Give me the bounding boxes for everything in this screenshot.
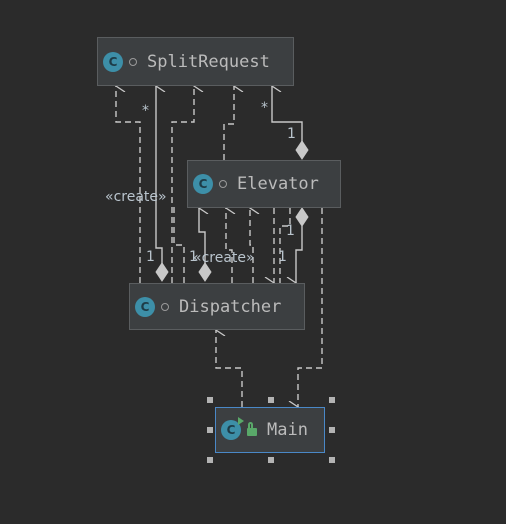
class-elevator[interactable]: C Elevator <box>187 160 341 208</box>
class-icon: C <box>193 174 213 194</box>
package-visibility-icon <box>161 302 169 311</box>
edge-dispatcher-splitrequest-create <box>116 86 141 283</box>
edge-elevator-splitrequest-dep-1 <box>171 86 194 283</box>
edge-elevator-main <box>298 208 323 407</box>
resize-handle-n[interactable] <box>268 397 274 403</box>
resize-handle-ne[interactable] <box>329 397 335 403</box>
edge-dispatcher-elevator-create-1 <box>173 206 185 283</box>
class-dispatcher[interactable]: C Dispatcher <box>129 283 305 330</box>
composition-diamond <box>295 140 309 160</box>
class-name: Dispatcher <box>179 296 282 317</box>
package-visibility-icon <box>129 57 137 66</box>
resize-handle-e[interactable] <box>329 427 335 433</box>
edge-dispatcher-elevator-create-2 <box>226 208 232 283</box>
resize-handle-se[interactable] <box>329 457 335 463</box>
run-marker-icon <box>238 417 244 425</box>
edge-dispatcher-elevator-composition <box>199 208 205 265</box>
resize-handle-w[interactable] <box>207 427 213 433</box>
resize-handle-nw[interactable] <box>207 397 213 403</box>
resize-handle-s[interactable] <box>268 457 274 463</box>
class-name: Main <box>267 420 308 440</box>
multiplicity-label: 1 <box>278 249 287 265</box>
multiplicity-label: * <box>142 103 149 119</box>
package-visibility-icon <box>219 180 227 188</box>
edge-elevator-dispatcher-dep-2 <box>279 208 291 283</box>
stereotype-label: «create» <box>193 250 255 266</box>
class-main[interactable]: C Main <box>215 407 325 453</box>
multiplicity-label: 1 <box>286 223 295 239</box>
resize-handle-sw[interactable] <box>207 457 213 463</box>
multiplicity-label: 1 <box>146 249 155 265</box>
stereotype-label: «create» <box>105 189 167 205</box>
composition-diamond <box>155 262 169 282</box>
class-icon: C <box>103 51 123 72</box>
public-lock-icon <box>247 422 257 436</box>
class-icon-letter: C <box>226 423 236 437</box>
composition-diamond <box>295 207 309 227</box>
composition-diamond <box>198 262 212 282</box>
multiplicity-label: 1 <box>287 126 296 142</box>
class-name: SplitRequest <box>147 51 270 72</box>
edge-main-dispatcher <box>216 330 243 407</box>
class-name: Elevator <box>237 174 319 194</box>
class-splitrequest[interactable]: C SplitRequest <box>97 37 294 86</box>
edge-dispatcher-elevator-dep <box>250 208 253 283</box>
class-icon: C <box>135 296 155 317</box>
edge-elevator-dispatcher-composition <box>296 226 303 283</box>
edge-elevator-splitrequest-composition <box>272 86 303 142</box>
edge-dispatcher-splitrequest-composition <box>156 86 162 268</box>
runnable-class-icon: C <box>221 417 244 440</box>
edge-elevator-splitrequest-dep-2 <box>223 86 234 160</box>
multiplicity-label: 1 <box>189 249 198 265</box>
multiplicity-label: * <box>261 100 268 116</box>
